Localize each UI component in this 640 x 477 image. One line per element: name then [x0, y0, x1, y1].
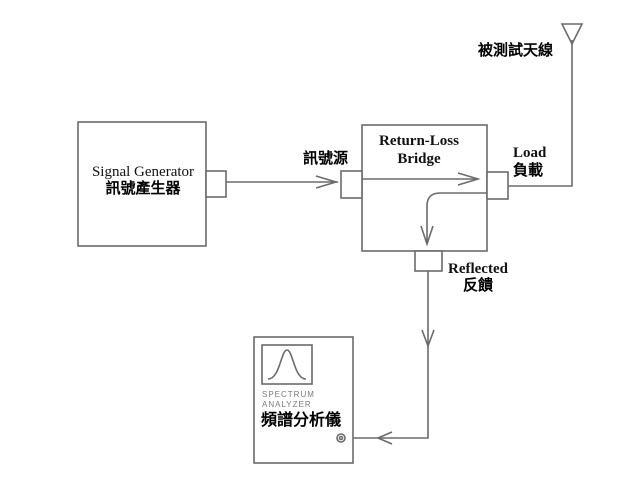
signal-generator-box — [77, 121, 207, 247]
load-label-zh: 負載 — [513, 161, 543, 179]
bridge-input-port — [340, 170, 363, 199]
reflected-left-arrow-icon — [375, 431, 393, 445]
reflected-connection — [346, 271, 435, 445]
bridge-box — [361, 124, 488, 252]
spectrum-curve-icon — [267, 349, 307, 380]
bridge-label-line2: Bridge — [397, 151, 441, 167]
analyzer-input-connector-icon — [336, 433, 346, 443]
reflected-label-zh: 反饋 — [463, 276, 493, 294]
bridge-label-line1: Return-Loss — [379, 133, 459, 149]
source-arrow-icon — [315, 175, 339, 189]
spectrum-analyzer-screen — [261, 344, 313, 385]
spectrum-analyzer-label-line2: ANALYZER — [262, 400, 312, 409]
signal-generator-port — [205, 170, 227, 198]
reflected-path-arrow-icon — [420, 225, 434, 247]
signal-generator-label-en: Signal Generator — [92, 164, 194, 180]
source-connection — [226, 175, 339, 189]
antenna-connection — [508, 23, 584, 187]
reflected-path-line — [426, 192, 487, 244]
reflected-label-en: Reflected — [448, 261, 509, 277]
signal-generator-label-zh: 訊號產生器 — [105, 179, 181, 197]
return-loss-bridge: Return-Loss Bridge — [340, 124, 509, 272]
antenna-feed-line — [508, 40, 573, 187]
bridge-load-port — [486, 171, 509, 200]
spectrum-analyzer: SPECTRUM ANALYZER 頻譜分析儀 — [253, 336, 354, 464]
antenna-icon — [560, 23, 584, 46]
reflected-down-arrow-icon — [421, 329, 435, 349]
forward-path-arrow-icon — [457, 172, 481, 186]
source-label-zh: 訊號源 — [303, 149, 348, 167]
analyzer-input-connector-center — [338, 435, 344, 441]
spectrum-analyzer-label-zh: 頻譜分析儀 — [261, 410, 341, 429]
reflected-line — [346, 271, 429, 439]
load-label-en: Load — [513, 145, 547, 161]
antenna-label-zh: 被測試天線 — [478, 41, 553, 59]
bridge-reflected-port — [414, 250, 443, 272]
signal-generator: Signal Generator 訊號產生器 — [77, 121, 227, 247]
spectrum-analyzer-label-line1: SPECTRUM — [262, 390, 315, 399]
